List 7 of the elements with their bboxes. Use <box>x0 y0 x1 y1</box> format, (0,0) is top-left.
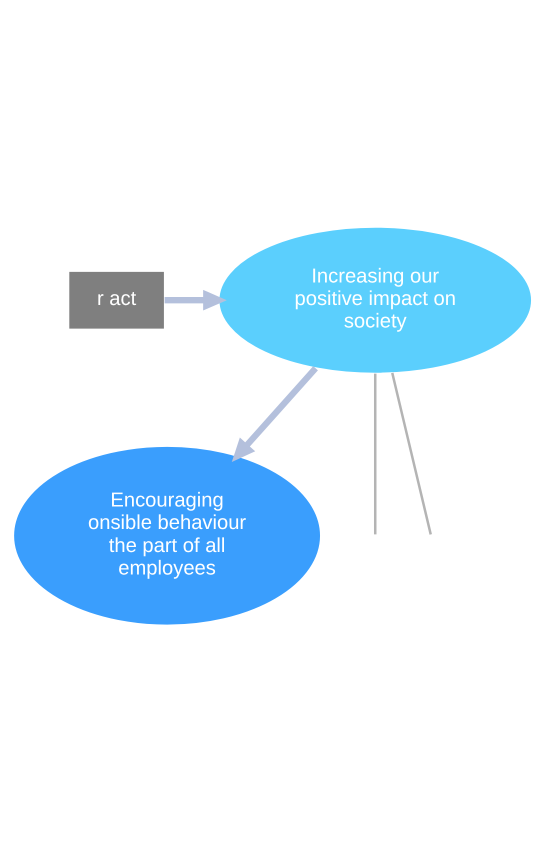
arrow <box>164 290 227 311</box>
connector <box>391 372 432 535</box>
node-ellipse: Encouraging onsible behaviour the part of all employees <box>12 446 322 626</box>
arrow <box>232 366 318 462</box>
node-ellipse: Increasing our positive impact on society <box>218 226 532 374</box>
node-box: r act <box>68 270 166 330</box>
connector <box>374 374 376 534</box>
